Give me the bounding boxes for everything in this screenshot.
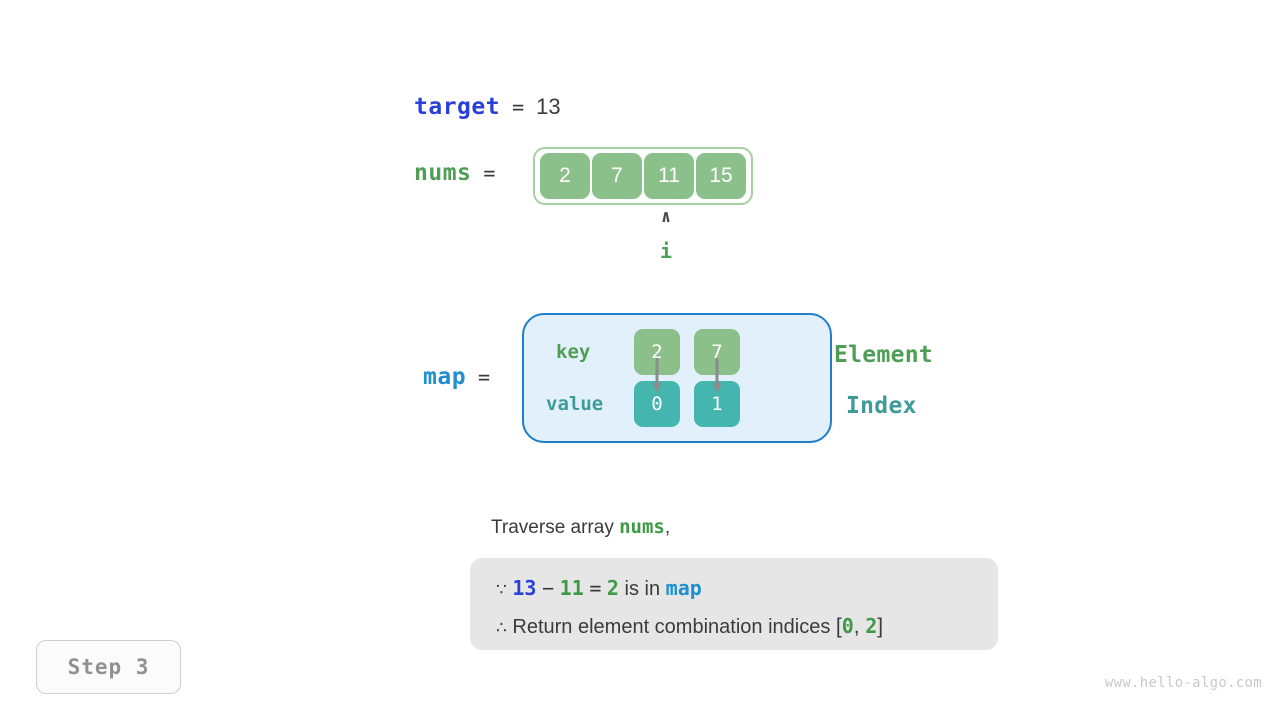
nums-equals-sign: = [483,161,496,185]
explain-open-bracket: [ [835,615,842,638]
explain-map-keyword: map [665,576,702,600]
map-equals-sign: = [478,365,491,389]
explain-result: 2 [606,576,619,600]
explain-operand-a: 13 [512,576,537,600]
explain-comma: , [853,615,860,638]
explanation-line-2: ∴ Return element combination indices [0,… [496,608,998,646]
step-badge: Step 3 [36,640,181,694]
nums-row: nums = [414,160,495,186]
map-value-row-label: value [546,393,604,415]
traverse-description: Traverse array nums, [491,516,670,539]
traverse-prefix-text: Traverse array [491,517,620,538]
index-pointer-group: ∧ i [645,208,687,263]
map-side-label-index: Index [846,393,917,419]
traverse-suffix-text: , [664,517,671,538]
explain-close-bracket: ] [877,615,884,638]
nums-cell-2[interactable]: 11 [644,153,694,199]
pointer-label-i: i [659,239,673,263]
map-arrow-down-icon-1 [712,358,722,393]
target-row: target = 13 [414,94,561,120]
explain-index-0: 0 [841,614,854,638]
map-row: map = [423,364,490,390]
target-equals-sign: = [512,95,525,119]
nums-array-container: 2 7 11 15 [533,147,753,205]
target-value: 13 [536,94,561,119]
nums-cell-1[interactable]: 7 [592,153,642,199]
watermark-url: www.hello-algo.com [1104,675,1262,691]
explain-equals-sign: = [589,576,602,600]
target-variable-name: target [414,94,501,120]
explain-return-text: Return element combination indices [512,616,831,638]
caret-up-icon: ∧ [660,207,672,227]
explanation-box: ∵ 13 − 11 = 2 is in map ∴ Return element… [470,558,998,650]
map-key-row-label: key [556,341,591,363]
explain-index-1: 2 [865,614,878,638]
explain-isin-text: is in [624,578,661,600]
nums-cell-3[interactable]: 15 [696,153,746,199]
map-variable-name: map [423,364,467,390]
traverse-nums-keyword: nums [619,516,665,538]
explanation-line-1: ∵ 13 − 11 = 2 is in map [496,570,998,608]
explain-minus-sign: − [542,576,555,600]
nums-variable-name: nums [414,160,472,186]
therefore-symbol-icon: ∴ [496,618,507,638]
explain-operand-b: 11 [559,576,584,600]
nums-cell-0[interactable]: 2 [540,153,590,199]
because-symbol-icon: ∵ [496,580,507,600]
map-arrow-down-icon-0 [652,358,662,393]
map-side-label-element: Element [834,342,934,368]
